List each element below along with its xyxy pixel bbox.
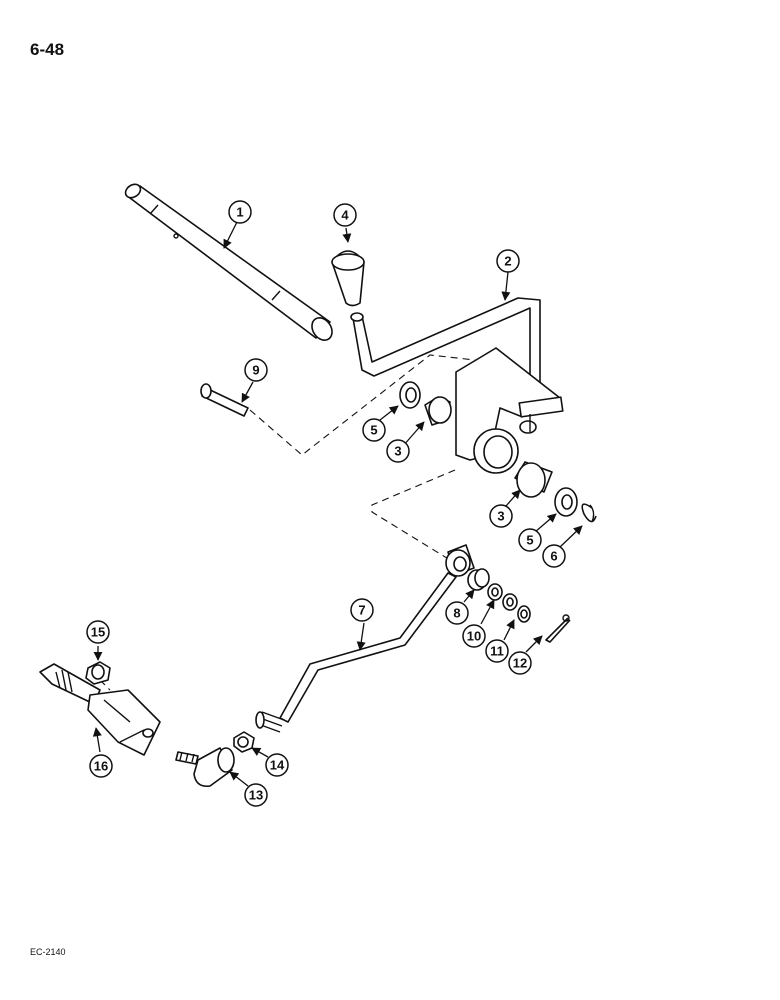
svg-text:8: 8 [453,606,460,621]
callout-3-lower: 3 [489,504,513,528]
svg-text:9: 9 [252,363,259,378]
svg-text:6: 6 [550,549,557,564]
callout-7: 7 [350,598,374,622]
part-9-pin [200,383,249,417]
part-10-washer [487,583,518,611]
callout-15: 15 [86,620,110,644]
figure-code: EC-2140 [30,947,66,957]
callout-13: 13 [244,783,268,807]
part-16-clevis [39,663,161,756]
part-13-ball-joint [175,747,235,788]
part-7-rod [255,544,475,733]
svg-text:2: 2 [504,254,511,269]
svg-text:16: 16 [94,759,108,774]
part-5-washer-upper [399,381,421,409]
part-11-washer [517,605,531,623]
part-3-bushing-upper [424,396,452,426]
part-12-cotter-pin [545,614,571,643]
page-number: 6-48 [30,40,65,59]
svg-text:5: 5 [526,533,533,548]
svg-text:3: 3 [497,509,504,524]
callout-12: 12 [508,651,532,675]
svg-text:12: 12 [513,656,527,671]
callout-4: 4 [333,203,357,227]
part-8-bushing [467,568,490,591]
svg-text:4: 4 [341,208,349,223]
svg-text:10: 10 [467,629,481,644]
callout-5-upper: 5 [362,418,386,442]
leader-arrows [92,221,583,787]
part-6-retaining-ring [581,503,597,523]
part-4-knob [331,250,365,307]
svg-text:13: 13 [249,788,263,803]
callout-10: 10 [462,624,486,648]
svg-text:15: 15 [91,625,105,640]
callout-5-lower: 5 [518,528,542,552]
part-15-nut [85,661,111,685]
part-5-washer-lower [554,487,578,517]
part-14-nut [233,731,255,753]
svg-text:11: 11 [490,644,504,659]
svg-text:1: 1 [236,205,243,220]
part-3-bushing-lower [514,461,553,498]
callout-2: 2 [496,249,520,273]
callout-11: 11 [485,639,509,663]
callout-14: 14 [265,753,289,777]
callout-8: 8 [445,601,469,625]
callout-1: 1 [228,200,252,224]
svg-text:14: 14 [270,758,285,773]
callout-3-upper: 3 [386,439,410,463]
svg-text:5: 5 [370,423,377,438]
part-2-lever [350,297,564,474]
svg-text:3: 3 [394,444,401,459]
callout-9: 9 [244,358,268,382]
callout-6: 6 [542,544,566,568]
part-1-shaft [124,183,333,341]
svg-text:7: 7 [358,603,365,618]
callout-16: 16 [89,754,113,778]
assembly-guide-lines [99,354,476,691]
